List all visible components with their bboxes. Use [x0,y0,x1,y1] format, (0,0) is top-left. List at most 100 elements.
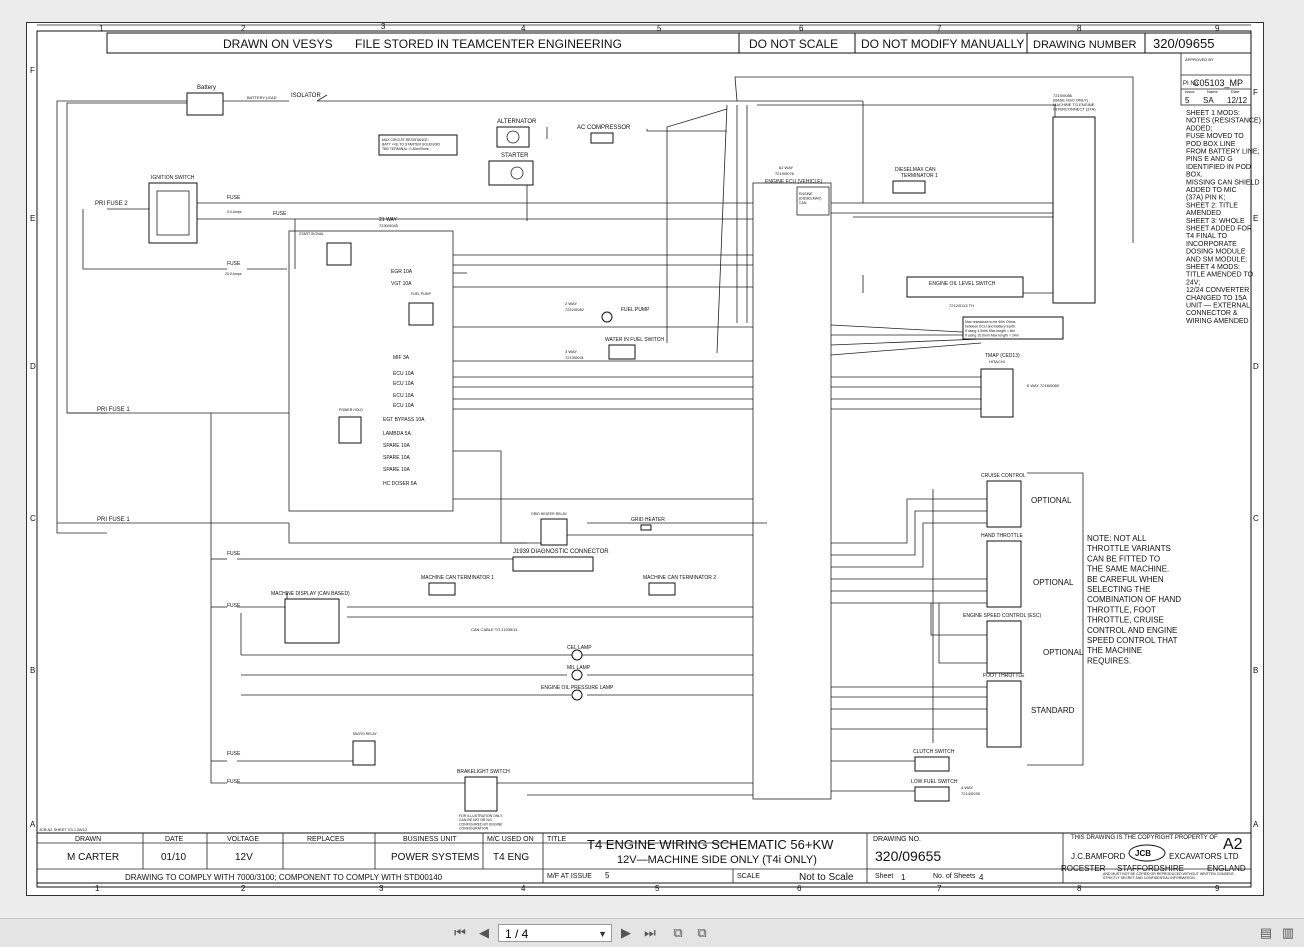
svg-text:1: 1 [99,24,104,33]
svg-text:7212/0113 TH: 7212/0113 TH [949,303,974,308]
svg-text:OPTIONAL: OPTIONAL [1033,578,1074,587]
svg-text:TMAP (CED13): TMAP (CED13) [985,353,1020,359]
svg-text:7230/0045: 7230/0045 [379,223,399,228]
text-line: NOTE: NOT ALL [1087,534,1147,543]
svg-text:REPLACES: REPLACES [307,836,345,843]
text-line: THROTTLE, FOOT [1087,605,1156,614]
machine-display: MACHINE DISPLAY (CAN BASED) MACHINE CAN … [271,575,716,644]
fuse-label-4: FUSE [227,751,241,757]
svg-text:IGNITION SWITCH: IGNITION SWITCH [151,175,195,181]
svg-text:4: 4 [979,873,984,882]
text-line: (BASE HSO ONLY) [1053,98,1088,103]
svg-text:EXCAVATORS LTD: EXCAVATORS LTD [1169,852,1239,861]
svg-text:9: 9 [1215,884,1220,893]
text-line: SHEET 3: WHOLE [1186,218,1245,225]
drawing-subtitle: 12V—MACHINE SIDE ONLY (T4i ONLY) [617,854,817,866]
svg-text:ECU 10A: ECU 10A [393,393,415,399]
do-not-scale-text: DO NOT SCALE [749,37,838,51]
single-page-view-icon[interactable]: ▤ [1259,925,1273,940]
fuse-label-3: FUSE [227,261,241,267]
svg-text:BATTERY LEAD: BATTERY LEAD [247,95,277,100]
svg-text:GRID HEATER: GRID HEATER [631,517,665,523]
engine-ecu: 62 WAY 7219/0076 ENGINE ECU (VEHICLE) EN… [765,165,830,216]
svg-text:ROCESTER: ROCESTER [1061,864,1106,873]
svg-text:B: B [30,666,35,675]
svg-text:HC DOSER 5A: HC DOSER 5A [383,481,418,487]
svg-text:7: 7 [937,24,942,33]
text-line: SHEET ADDED FOR [1186,225,1252,232]
text-line: CAN [799,201,807,205]
svg-text:C05103_MP: C05103_MP [1193,78,1243,88]
svg-text:D: D [1253,362,1259,371]
text-line: If using 4.0mm Max length = 8m [965,329,1015,333]
first-page-icon[interactable]: ⏮ [454,925,466,940]
svg-text:MACHINE CAN TERMINATOR 1: MACHINE CAN TERMINATOR 1 [421,575,494,581]
export-page-icon[interactable]: ⧉ [697,925,707,940]
svg-text:MACHINE DISPLAY (CAN BASED): MACHINE DISPLAY (CAN BASED) [271,591,350,597]
svg-text:5: 5 [605,871,610,880]
fuel-pump: 2 WAY 7212/0082 FUEL PUMP [565,301,650,323]
revision-panel: APPROVED BY PI No C05103_MP Issue Name D… [1180,52,1261,325]
svg-text:CEL LAMP: CEL LAMP [567,645,592,651]
svg-text:A: A [1253,820,1259,829]
fuse-label-6: FUSE [227,603,241,609]
svg-text:3: 3 [379,884,384,893]
text-line: THROTTLE, CRUISE [1087,616,1164,625]
text-line: FUSE MOVED TO [1186,133,1244,140]
svg-text:C: C [1253,514,1259,523]
drawing-title: T4 ENGINE WIRING SCHEMATIC 56+KW [587,837,834,852]
tmap-sensor: TMAP (CED13) HITACHI 6 WAY 7216/0080 [980,353,1060,418]
svg-text:SPARE 10A: SPARE 10A [383,467,411,473]
text-line: ADDED TO MIC [1186,187,1237,194]
svg-text:3: 3 [381,23,386,31]
grid-columns-top: 1 2 3 4 5 6 7 8 9 [99,22,1220,33]
svg-text:Issue: Issue [1185,89,1195,94]
svg-text:20.0 Amps: 20.0 Amps [225,272,242,276]
text-line: ENGINE [799,192,813,196]
text-line: Max resistance to be 40m Ohms [965,320,1016,324]
svg-text:5: 5 [657,24,662,33]
drawing-number: 320/09655 [1153,36,1214,51]
do-not-modify-text: DO NOT MODIFY MANUALLY [861,37,1024,51]
text-line: NOTES (RESISTANCE) [1186,118,1261,125]
page-selector[interactable]: 1 / 4 ▼ [498,924,612,942]
svg-text:4: 4 [521,24,526,33]
text-line: SHEET 1 MODS: [1186,110,1240,117]
isolator-label: ISOLATOR [291,93,321,99]
svg-text:M/F AT ISSUE: M/F AT ISSUE [547,873,592,880]
next-page-icon[interactable]: ▶ [621,925,631,940]
wiring [56,76,1134,800]
svg-text:12/12: 12/12 [1227,96,1248,105]
double-page-view-icon[interactable]: ▥ [1281,925,1295,940]
svg-text:B: B [1253,666,1258,675]
clutch-switch: CLUTCH SWITCH [913,749,955,772]
svg-text:ENGINE OIL LEVEL SWITCH: ENGINE OIL LEVEL SWITCH [929,281,996,287]
previous-page-icon[interactable]: ◀ [479,925,489,940]
text-line: CONFIGURATION [459,827,489,831]
svg-text:FUEL PUMP: FUEL PUMP [411,292,432,296]
svg-text:8: 8 [1077,884,1082,893]
lamps: CEL LAMP MIL LAMP ENGINE OIL PRESSURE LA… [541,645,614,701]
fuse-label-2: FUSE [273,211,287,217]
svg-text:E: E [30,214,35,223]
grid-columns-bottom: 1 2 3 4 5 6 7 8 9 [95,884,1220,893]
svg-text:SHEET 1 MODS:NOTES (RESISTANCE: SHEET 1 MODS:NOTES (RESISTANCE)ADDED;FUS… [1186,110,1261,325]
text-line: T4 FINAL TO [1186,233,1228,240]
svg-text:9: 9 [1215,24,1220,33]
text-line: PINS E AND G [1186,156,1233,163]
alternator: ALTERNATOR [496,119,537,148]
drawing-sheet: 1 2 3 4 5 6 7 8 9 1 2 3 4 5 6 7 8 9 F E … [26,22,1264,896]
svg-text:CLUTCH SWITCH: CLUTCH SWITCH [913,749,955,755]
svg-text:2: 2 [241,24,246,33]
svg-text:MIL LAMP: MIL LAMP [567,665,591,671]
text-line: POD BOX LINE [1186,141,1236,148]
last-page-icon[interactable]: ⏭ [644,925,656,940]
business-unit: POWER SYSTEMS [391,852,480,863]
svg-text:LOW FUEL SWITCH: LOW FUEL SWITCH [911,779,958,785]
svg-text:WATER IN FUEL SWITCH: WATER IN FUEL SWITCH [605,337,664,343]
copy-page-icon[interactable]: ⧉ [673,925,683,940]
svg-text:SA: SA [1203,96,1214,105]
ac-compressor: AC COMPRESSOR [577,125,631,144]
